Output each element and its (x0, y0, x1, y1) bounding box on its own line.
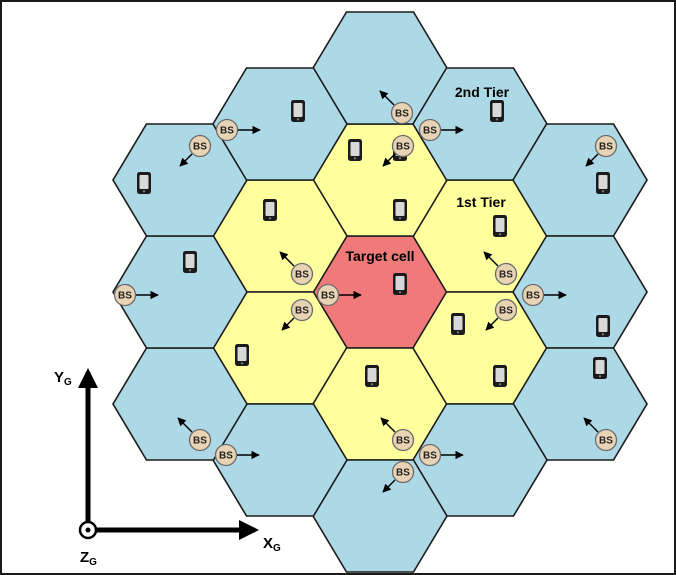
transmit-arrow (382, 479, 396, 493)
base-station-icon: BS (521, 283, 567, 307)
base-station-icon: BS (485, 298, 518, 331)
base-station-icon: BS (483, 251, 518, 286)
base-station-icon: BS (382, 460, 415, 493)
mobile-phone-icon (365, 365, 379, 387)
base-station-icon: BS (215, 118, 261, 142)
base-station-icon: BS (382, 134, 415, 167)
tier1-label: 1st Tier (456, 194, 506, 210)
mobile-phone-icon (348, 139, 362, 161)
mobile-phone-icon (137, 172, 151, 194)
base-station-label: BS (220, 126, 234, 137)
mobile-phone-icon (393, 199, 407, 221)
mobile-phone-icon (263, 199, 277, 221)
mobile-phone-icon (393, 273, 407, 295)
base-station-icon: BS (379, 90, 414, 125)
base-station-icon: BS (214, 443, 260, 467)
tier2-label: 2nd Tier (455, 84, 510, 100)
transmit-arrow (483, 251, 499, 267)
mobile-phone-icon (596, 315, 610, 337)
base-station-icon: BS (113, 283, 159, 307)
base-station-label: BS (396, 436, 410, 447)
base-station-label: BS (526, 291, 540, 302)
mobile-phone-icon (596, 172, 610, 194)
base-station-label: BS (395, 109, 409, 120)
transmit-arrow (380, 417, 396, 433)
base-station-label: BS (599, 436, 613, 447)
base-station-icon: BS (316, 283, 362, 307)
base-station-label: BS (423, 126, 437, 137)
transmit-arrow (485, 317, 499, 331)
base-station-label: BS (295, 306, 309, 317)
mobile-phone-icon (493, 215, 507, 237)
base-station-icon: BS (380, 417, 415, 452)
base-station-icon: BS (418, 118, 464, 142)
mobile-phone-icon (493, 365, 507, 387)
base-station-label: BS (219, 451, 233, 462)
target-cell-label: Target cell (346, 248, 415, 264)
z-axis-out-of-page-icon (78, 520, 98, 540)
mobile-phone-icon (490, 100, 504, 122)
z-axis-label: ZG (80, 549, 97, 568)
base-station-icon: BS (583, 417, 618, 452)
tier2-cell (212, 67, 348, 181)
base-station-icon: BS (418, 443, 464, 467)
mobile-phone-icon (183, 251, 197, 273)
transmit-arrow (382, 153, 396, 167)
transmit-arrow (281, 317, 295, 331)
base-station-label: BS (423, 451, 437, 462)
transmit-arrow (585, 153, 599, 167)
transmit-arrow (379, 90, 395, 106)
base-station-label: BS (396, 468, 410, 479)
base-station-icon: BS (179, 134, 212, 167)
base-station-label: BS (396, 142, 410, 153)
base-station-icon: BS (585, 134, 618, 167)
transmit-arrow (583, 417, 599, 433)
base-station-icon: BS (281, 298, 314, 331)
base-stations: BS BS BS BS BS BS BS BS BS BS BS BS BS BS BS BS BS BS BS (113, 90, 618, 493)
base-station-label: BS (295, 270, 309, 281)
tier-labels: Target cell 1st Tier 2nd Tier (346, 84, 510, 264)
base-station-label: BS (499, 306, 513, 317)
base-station-label: BS (321, 291, 335, 302)
transmit-arrow (279, 251, 295, 267)
base-station-icon: BS (177, 417, 212, 452)
mobile-phone-icon (451, 313, 465, 335)
transmit-arrow (179, 153, 193, 167)
mobile-phone-icon (593, 357, 607, 379)
x-axis-label: XG (263, 535, 281, 554)
transmit-arrow (177, 417, 193, 433)
y-axis-label: YG (54, 369, 72, 388)
coordinate-axes: YG XG ZG (54, 368, 281, 568)
mobile-phone-icon (235, 344, 249, 366)
base-station-label: BS (193, 142, 207, 153)
base-station-label: BS (118, 291, 132, 302)
base-station-label: BS (499, 270, 513, 281)
base-station-label: BS (193, 436, 207, 447)
cell-grid (112, 11, 648, 573)
mobile-phone-icon (291, 100, 305, 122)
base-station-label: BS (599, 142, 613, 153)
base-station-icon: BS (279, 251, 314, 286)
